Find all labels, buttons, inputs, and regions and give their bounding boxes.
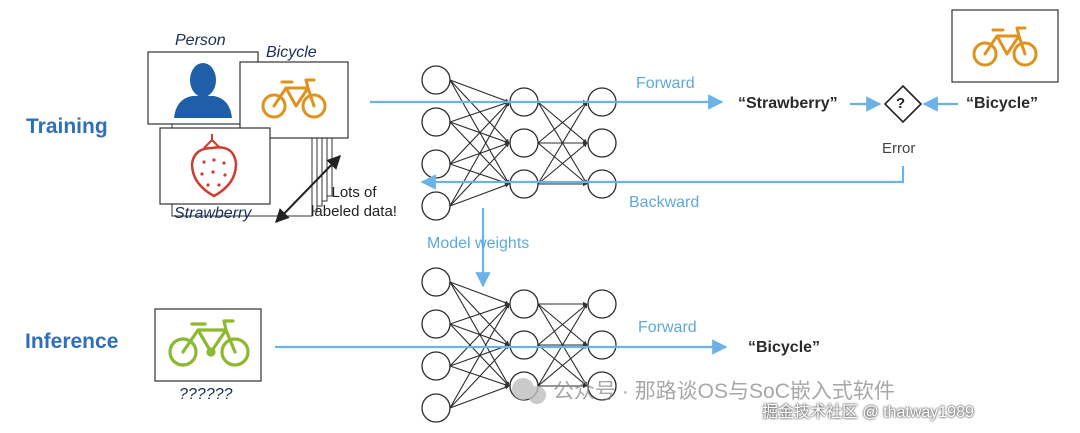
model-weights-label: Model weights [427, 235, 530, 252]
network-connection [449, 344, 510, 409]
network-connection [449, 183, 510, 207]
network-connection [537, 303, 588, 346]
person-icon [174, 63, 232, 118]
network-connection [449, 101, 510, 207]
training-flow [370, 94, 958, 288]
forward-label: Forward [636, 75, 695, 92]
network-node-layer-3 [587, 128, 617, 158]
unknown-label: ?????? [179, 386, 233, 403]
network-node-layer-1 [421, 309, 451, 339]
network-connection [449, 303, 510, 325]
network-node-layer-3 [587, 169, 617, 199]
training-network [421, 65, 617, 221]
error-question-mark: ? [896, 95, 906, 112]
bicycle-icon [261, 78, 327, 119]
network-node-layer-2 [509, 289, 539, 319]
training-heading: Training [26, 115, 108, 138]
strawberry-card [159, 127, 271, 205]
network-node-layer-3 [587, 330, 617, 360]
inference-heading: Inference [25, 330, 119, 353]
watermark-line2: 掘金技术社区 @ thatway1989 [762, 404, 974, 421]
network-node-layer-1 [421, 107, 451, 137]
inference-forward-label: Forward [638, 319, 697, 336]
network-connection [449, 79, 510, 103]
network-node-layer-3 [587, 371, 617, 401]
network-connection [537, 101, 588, 144]
inference-bicycle-icon [168, 319, 250, 367]
image-stack [147, 51, 349, 224]
network-connection [449, 303, 510, 409]
network-connection [537, 344, 588, 387]
labeled-data-note-line1: Lots of [331, 184, 377, 201]
prediction-label: “Strawberry” [738, 95, 838, 112]
network-node-layer-1 [421, 191, 451, 221]
ground-truth-card [951, 9, 1059, 83]
network-node-layer-2 [509, 128, 539, 158]
network-node-layer-1 [421, 351, 451, 381]
network-connection [449, 385, 510, 409]
network-connection [537, 303, 588, 387]
network-connection [537, 101, 588, 185]
inference-prediction-label: “Bicycle” [748, 339, 821, 356]
network-node-layer-1 [421, 267, 451, 297]
network-node-layer-1 [421, 149, 451, 179]
strawberry-icon [190, 134, 238, 198]
network-connection [537, 142, 588, 185]
wechat-logo-icon [512, 378, 546, 404]
network-connection [449, 101, 510, 123]
ground-truth-bicycle-icon [972, 26, 1038, 67]
labeled-data-note-line2: labeled data! [311, 203, 397, 220]
network-node-layer-3 [587, 289, 617, 319]
backward-label: Backward [629, 194, 700, 211]
network-node-layer-1 [421, 65, 451, 95]
ground-truth-label: “Bicycle” [966, 95, 1039, 112]
network-node-layer-2 [509, 330, 539, 360]
labeled-data-note: Lots of labeled data! [296, 183, 412, 221]
network-connection [449, 142, 510, 207]
network-connection [449, 281, 510, 305]
network-connection [449, 101, 510, 165]
network-node-layer-1 [421, 393, 451, 423]
network-connection [449, 303, 510, 367]
strawberry-label: Strawberry [174, 205, 252, 222]
watermark-line1: 公众号 · 那路谈OS与SoC嵌入式软件 [553, 380, 895, 403]
error-label: Error [882, 140, 916, 157]
backward-arrow [420, 166, 905, 190]
person-label: Person [175, 32, 226, 49]
network-node-layer-2 [509, 169, 539, 199]
bicycle-label: Bicycle [266, 44, 317, 61]
data-size-arrow [275, 154, 341, 224]
error-compare-diamond [883, 84, 923, 124]
